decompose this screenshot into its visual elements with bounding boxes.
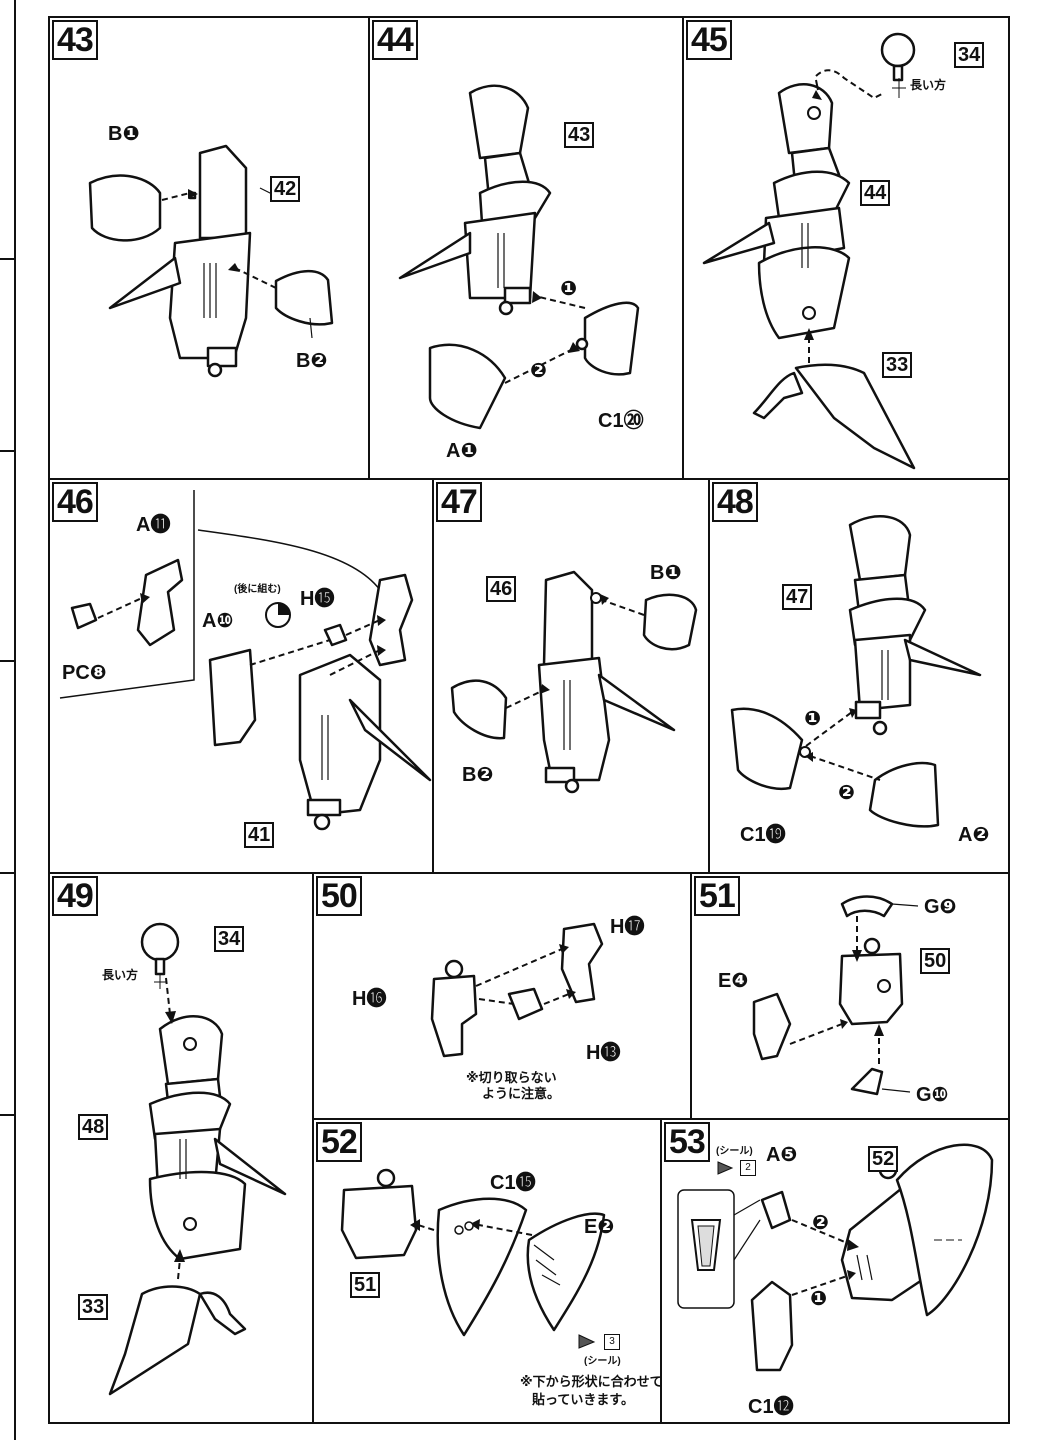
step-number: 46 <box>52 482 98 522</box>
sticker-note-line2: 貼っていきます。 <box>532 1392 635 1407</box>
part-label-c1-12: C1⓬ <box>748 1396 794 1418</box>
step-46-panel: 46 A⓫ PC❽ (後に組む) A❿ H⓯ 41 <box>48 478 434 874</box>
step-43-illustration <box>88 144 334 378</box>
order-marker-2: ❷ <box>838 782 855 804</box>
sticker-label: (シール) <box>716 1146 753 1157</box>
ref-box-33: 33 <box>882 352 913 378</box>
ref-box-43: 43 <box>564 122 595 148</box>
step-number: 53 <box>664 1122 710 1162</box>
ref-box-41: 41 <box>244 822 275 848</box>
step-51-illustration <box>752 895 919 1096</box>
ref-box-48: 48 <box>78 1114 109 1140</box>
caution-note-line1: ※切り取らない <box>466 1070 557 1085</box>
step-50-panel: 50 H⓱ H⓰ H⓭ ※切り取らない ように注意。 <box>312 872 692 1120</box>
part-label-g9: G❾ <box>924 896 957 918</box>
step-number: 49 <box>52 876 98 916</box>
step-number: 43 <box>52 20 98 60</box>
step-47-illustration <box>450 570 698 794</box>
left-strip-divider <box>0 450 14 452</box>
sticker-number-2: 2 <box>740 1160 756 1176</box>
step-number: 51 <box>694 876 740 916</box>
left-strip-divider <box>0 660 14 662</box>
part-label-e4: E❹ <box>718 970 749 992</box>
ref-box-34: 34 <box>214 926 245 952</box>
sticker-label: (シール) <box>584 1356 621 1367</box>
part-label-b1: B❶ <box>108 123 140 145</box>
ref-box-47: 47 <box>782 584 813 610</box>
step-number: 44 <box>372 20 418 60</box>
order-marker-2: ❷ <box>530 360 547 382</box>
step-45-panel: 45 34 長い方 44 33 <box>682 16 1010 480</box>
step-number: 52 <box>316 1122 362 1162</box>
part-label-pc8: PC❽ <box>62 662 107 684</box>
part-label-e2: E❷ <box>584 1216 615 1238</box>
part-label-a10: A❿ <box>202 610 234 632</box>
step-number: 48 <box>712 482 758 522</box>
step-52-illustration <box>340 1168 606 1349</box>
assemble-later-note: (後に組む) <box>234 584 281 595</box>
step-48-panel: 48 47 ❶ ❷ C1⓳ A❷ <box>708 478 1010 874</box>
sticker-note-line1: ※下から形状に合わせて <box>520 1374 662 1389</box>
ref-box-42: 42 <box>270 176 301 202</box>
part-label-b2: B❷ <box>462 764 494 786</box>
part-label-a11: A⓫ <box>136 514 171 536</box>
step-46-illustration <box>59 490 432 831</box>
part-label-c1-19: C1⓳ <box>740 824 786 846</box>
ref-box-46: 46 <box>486 576 517 602</box>
part-label-a2: A❷ <box>958 824 990 846</box>
long-side-label: 長い方 <box>102 968 139 982</box>
step-number: 50 <box>316 876 362 916</box>
part-label-h13: H⓭ <box>586 1042 621 1064</box>
sticker-number-3: 3 <box>604 1334 620 1350</box>
step-51-panel: 51 G❾ 50 E❹ G❿ <box>690 872 1010 1120</box>
step-49-illustration <box>108 922 287 1396</box>
order-marker-1: ❶ <box>810 1288 827 1310</box>
part-label-h17: H⓱ <box>610 916 645 938</box>
ref-box-33: 33 <box>78 1294 109 1320</box>
left-strip-divider <box>0 872 14 874</box>
step-number: 47 <box>436 482 482 522</box>
order-marker-2: ❷ <box>812 1212 829 1234</box>
step-43-panel: 43 B❶ 42 B❷ <box>48 16 370 480</box>
step-44-illustration <box>398 84 640 430</box>
step-49-panel: 49 34 長い方 48 33 <box>48 872 314 1424</box>
ref-box-50: 50 <box>920 948 951 974</box>
step-45-illustration <box>702 32 916 470</box>
ref-box-51: 51 <box>350 1272 381 1298</box>
part-label-a1: A❶ <box>446 440 478 462</box>
step-number: 45 <box>686 20 732 60</box>
step-48-illustration <box>730 515 982 828</box>
part-label-c1-15: C1⓯ <box>490 1172 536 1194</box>
part-label-h15: H⓯ <box>300 588 335 610</box>
step-53-panel: 53 (シール) 2 A❺ 52 ❷ ❶ C1⓬ <box>660 1118 1010 1424</box>
ref-box-44: 44 <box>860 180 891 206</box>
ref-box-52: 52 <box>868 1146 899 1172</box>
ref-box-34: 34 <box>954 42 985 68</box>
step-47-panel: 47 46 B❶ B❷ <box>432 478 710 874</box>
left-strip-divider <box>0 1114 14 1116</box>
order-marker-1: ❶ <box>560 278 577 300</box>
part-label-a5: A❺ <box>766 1144 798 1166</box>
step-52-panel: 52 C1⓯ E❷ 51 3 (シール) ※下から形状に合わせて 貼っていきます… <box>312 1118 662 1424</box>
part-label-c1-20: C1⑳ <box>598 410 644 432</box>
part-label-b2: B❷ <box>296 350 328 372</box>
step-50-illustration <box>430 922 604 1058</box>
left-margin-border <box>0 0 16 1440</box>
long-side-label: 長い方 <box>910 78 947 92</box>
left-strip-divider <box>0 258 14 260</box>
step-53-illustration <box>677 1143 994 1372</box>
part-label-b1: B❶ <box>650 562 682 584</box>
order-marker-1: ❶ <box>804 708 821 730</box>
step-44-panel: 44 43 ❶ ❷ C1⑳ A❶ <box>368 16 684 480</box>
part-label-g10: G❿ <box>916 1084 949 1106</box>
caution-note-line2: ように注意。 <box>482 1086 561 1101</box>
part-label-h16: H⓰ <box>352 988 387 1010</box>
